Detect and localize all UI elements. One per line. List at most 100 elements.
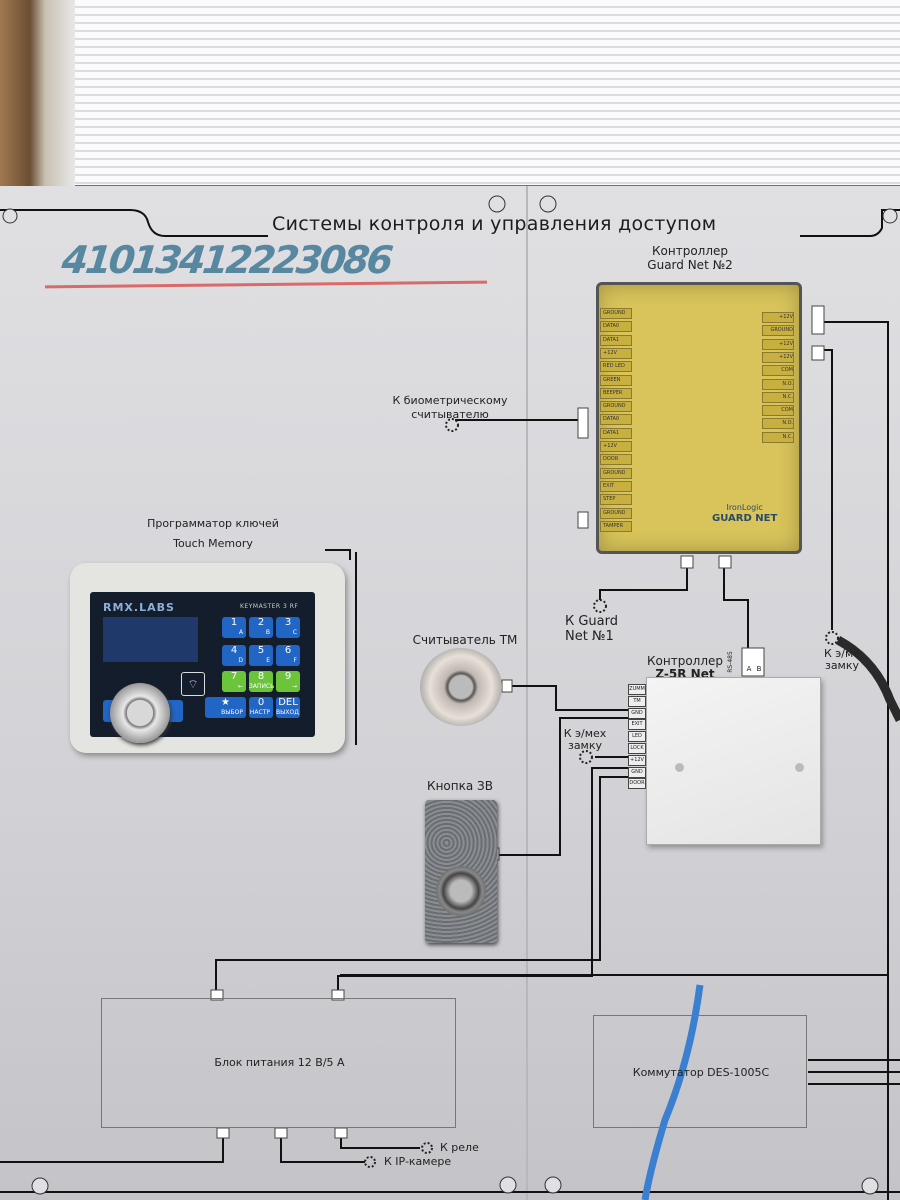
gn-terminal: TAMPER bbox=[600, 520, 632, 532]
tm-reader bbox=[420, 648, 502, 726]
label-line: Net №1 bbox=[565, 629, 614, 644]
gn-terminal: DATA1 bbox=[600, 427, 632, 439]
touch-memory-contact-icon bbox=[110, 683, 170, 743]
gn-terminal: GROUND bbox=[762, 325, 794, 337]
biometric-reader-label: К биометрическому считывателю bbox=[375, 394, 525, 422]
label-line: К биометрическому bbox=[392, 394, 508, 407]
screw-icon bbox=[795, 763, 804, 772]
key-sub: A bbox=[238, 629, 243, 636]
rs485-b: B bbox=[756, 665, 762, 673]
terminal-+12v: +12V bbox=[628, 754, 646, 766]
gn-terminal: GROUND bbox=[600, 308, 632, 319]
key-★[interactable]: ★ВЫБОР bbox=[205, 697, 246, 718]
key-main: 3 bbox=[284, 617, 292, 628]
gn-terminal: GROUND bbox=[600, 507, 632, 519]
network-switch-block: Коммутатор DES-1005C bbox=[593, 1015, 807, 1128]
network-cable bbox=[641, 984, 704, 1200]
window-frame bbox=[0, 0, 75, 190]
handwritten-number: 41013412223086 bbox=[59, 238, 393, 282]
z5r-net-controller bbox=[646, 677, 821, 845]
gn-terminal: +12V bbox=[762, 312, 794, 323]
terminal-door: DOOR bbox=[628, 778, 646, 790]
key-sub: F bbox=[293, 657, 297, 664]
lock-left-label: К э/мех замку bbox=[555, 728, 615, 752]
key-main: ★ bbox=[221, 697, 230, 708]
power-supply-block: Блок питания 12 В/5 А bbox=[101, 998, 456, 1128]
keymaster-model: KEYMASTER 3 RF bbox=[240, 603, 299, 610]
key-main: 8 bbox=[257, 671, 265, 682]
key-main: 0 bbox=[257, 697, 265, 708]
key-main: 5 bbox=[257, 645, 265, 656]
panel-seam bbox=[526, 186, 528, 1200]
gn-terminal: GROUND bbox=[600, 401, 632, 413]
programmer-label: Программатор ключей Touch Memory bbox=[118, 514, 308, 554]
key-sub: B bbox=[265, 629, 270, 636]
keymaster-brand: RMX.LABS bbox=[103, 601, 175, 614]
gn-terminal: +12V bbox=[600, 347, 632, 359]
gn-terminal: N.C. bbox=[762, 431, 794, 443]
gn-terminal: RED LED bbox=[600, 361, 632, 373]
label-line: К э/мех bbox=[563, 727, 607, 740]
terminal-gnd: GND bbox=[628, 707, 646, 719]
key-main: 6 bbox=[284, 645, 292, 656]
key-sub: ← bbox=[237, 683, 243, 690]
label-line: замку bbox=[567, 739, 603, 752]
terminal-lock: LOCK bbox=[628, 743, 646, 754]
ip-camera-label: К IP-камере bbox=[384, 1155, 452, 1168]
key-9[interactable]: 9→ bbox=[276, 671, 300, 692]
key-main: 9 bbox=[284, 671, 292, 682]
key-sub: ВЫХОД bbox=[276, 709, 299, 716]
label-line: замку bbox=[824, 659, 860, 672]
guard-net-1-label: К Guard Net №1 bbox=[565, 614, 625, 644]
gn-terminal: +12V bbox=[762, 338, 794, 350]
terminal-exit: EXIT bbox=[628, 719, 646, 731]
key-main: 1 bbox=[230, 617, 238, 628]
gn-terminal: COM bbox=[762, 365, 794, 377]
rs485-a: A bbox=[746, 665, 752, 673]
key-sub: ЗАПИСЬ bbox=[249, 683, 275, 690]
panel-title: Системы контроля и управления доступом bbox=[272, 213, 717, 235]
gn-terminal: DOOR bbox=[600, 454, 632, 466]
lock-cable bbox=[835, 636, 900, 723]
key-main: 7 bbox=[230, 671, 238, 682]
label-line: К Guard bbox=[565, 614, 619, 629]
key-7[interactable]: 7← bbox=[222, 671, 246, 692]
label-line: Контроллер bbox=[647, 654, 723, 668]
gn-terminal: DATA1 bbox=[600, 334, 632, 346]
guard-net-2-label: Контроллер Guard Net №2 bbox=[620, 244, 760, 272]
key-sub: C bbox=[292, 629, 297, 636]
psu-label: Блок питания 12 В/5 А bbox=[214, 1056, 345, 1069]
gn-terminal: DATA0 bbox=[600, 321, 632, 333]
gn-terminal: COM bbox=[762, 405, 794, 417]
key-main: DEL bbox=[278, 697, 298, 708]
key-sub: E bbox=[266, 657, 270, 664]
relay-label: К реле bbox=[440, 1141, 479, 1154]
guard-net-logo: IronLogic GUARD NET bbox=[712, 502, 777, 524]
terminal-tm: TM bbox=[628, 695, 646, 707]
gn-terminal: N.C. bbox=[762, 391, 794, 403]
exit-button[interactable] bbox=[436, 866, 486, 916]
gn-terminal: DATA0 bbox=[600, 414, 632, 426]
label-line: Touch Memory bbox=[173, 537, 253, 550]
gn-terminal: GROUND bbox=[600, 467, 632, 479]
window-blinds bbox=[75, 0, 900, 185]
key-main: 4 bbox=[230, 645, 238, 656]
gn-terminal: STEP bbox=[600, 494, 632, 506]
exit-button-label: Кнопка ЗВ bbox=[427, 779, 493, 793]
gn-terminal: N.O. bbox=[762, 378, 794, 390]
reader-label: Считыватель ТМ bbox=[412, 633, 518, 647]
terminal-zumm: ZUMM bbox=[628, 684, 646, 695]
key-sub: ВЫБОР bbox=[221, 709, 243, 716]
keymaster-display bbox=[103, 617, 198, 662]
label-line: Программатор ключей bbox=[147, 517, 279, 530]
